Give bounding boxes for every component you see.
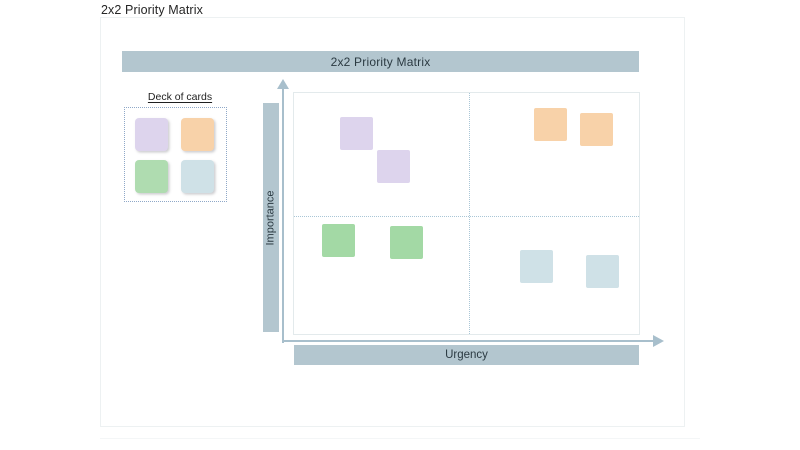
- matrix-horizontal-divider: [294, 216, 639, 217]
- deck-purple-card[interactable]: [135, 118, 168, 151]
- deck-of-cards-title: Deck of cards: [147, 91, 213, 103]
- matrix-card-blue-2[interactable]: [586, 255, 619, 288]
- matrix-card-orange-2[interactable]: [580, 113, 613, 146]
- matrix-card-blue-1[interactable]: [520, 250, 553, 283]
- page-title: 2x2 Priority Matrix: [101, 3, 203, 17]
- importance-axis-label: Importance: [265, 189, 277, 246]
- matrix-card-green-1[interactable]: [322, 224, 355, 257]
- importance-axis-label-bar: Importance: [263, 103, 279, 332]
- matrix-card-green-2[interactable]: [390, 226, 423, 259]
- deck-orange-card[interactable]: [181, 118, 214, 151]
- matrix-card-orange-1[interactable]: [534, 108, 567, 141]
- urgency-axis-line: [283, 340, 655, 342]
- deck-of-cards-container[interactable]: [124, 107, 227, 202]
- matrix-header-banner: 2x2 Priority Matrix: [122, 51, 639, 72]
- importance-axis-arrow-icon: [277, 79, 289, 89]
- matrix-card-purple-1[interactable]: [340, 117, 373, 150]
- matrix-header-label: 2x2 Priority Matrix: [330, 54, 431, 69]
- urgency-axis-label: Urgency: [445, 349, 488, 361]
- urgency-axis-arrow-icon: [653, 335, 664, 347]
- matrix-card-purple-2[interactable]: [377, 150, 410, 183]
- urgency-axis-label-bar: Urgency: [294, 345, 639, 365]
- deck-green-card[interactable]: [135, 160, 168, 193]
- importance-axis-line: [282, 88, 284, 343]
- deck-blue-card[interactable]: [181, 160, 214, 193]
- matrix-vertical-divider: [469, 93, 470, 334]
- panel-bottom-divider: [100, 438, 700, 439]
